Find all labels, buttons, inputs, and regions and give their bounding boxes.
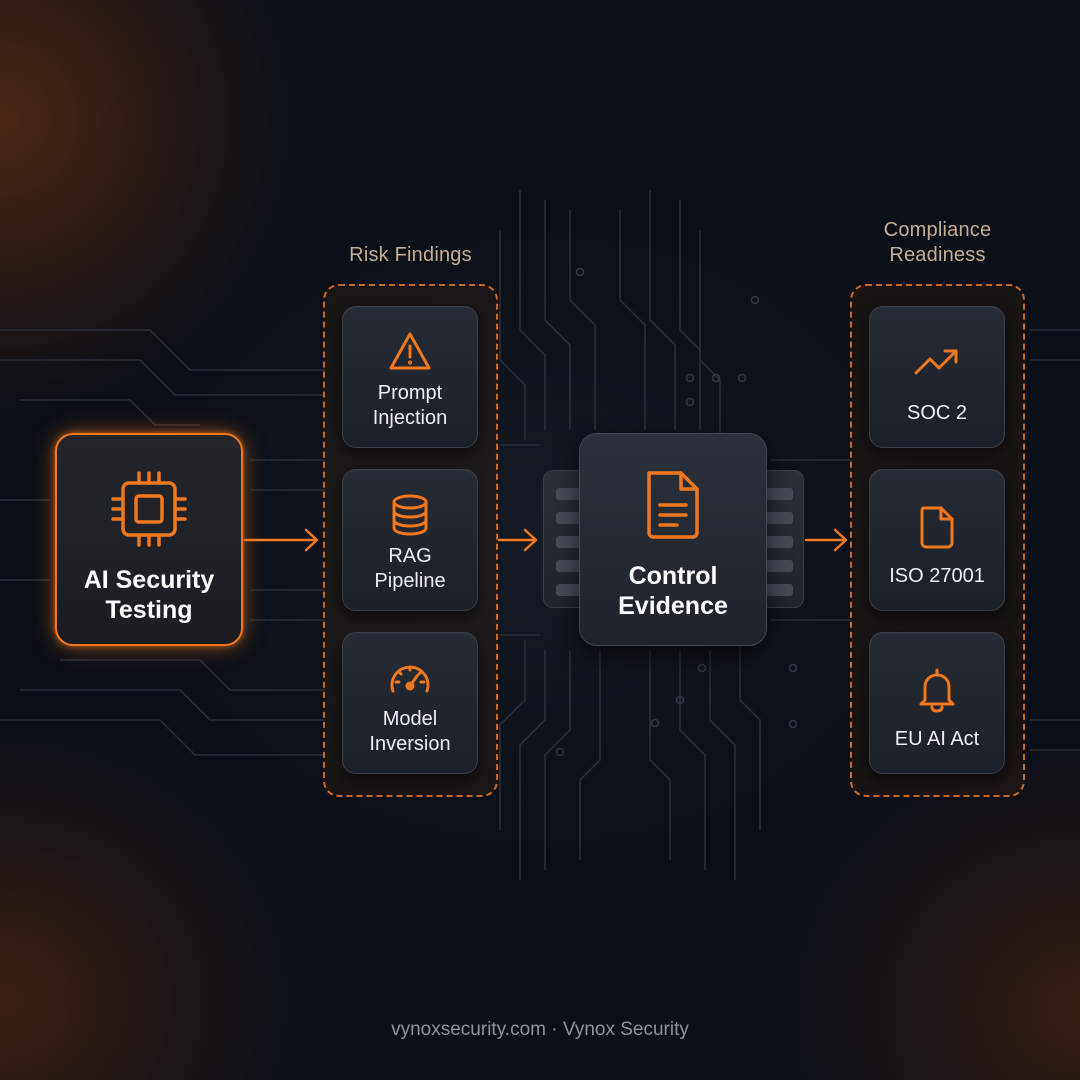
compliance-card-eu-ai-act: EU AI Act	[869, 632, 1005, 774]
database-icon	[387, 492, 433, 538]
file-icon	[914, 504, 960, 550]
compliance-label: EU AI Act	[894, 728, 980, 750]
risk-label-line2: Injection	[372, 407, 448, 429]
risk-card-model-inversion: Model Inversion	[342, 632, 478, 774]
compliance-label: SOC 2	[906, 402, 968, 424]
warning-triangle-icon	[387, 329, 433, 375]
compliance-title-line1: Compliance	[883, 219, 992, 241]
compliance-card-iso27001: ISO 27001	[869, 469, 1005, 611]
risk-label-line1: Prompt	[377, 382, 443, 404]
source-label-line2: Testing	[105, 596, 193, 624]
evidence-label-line2: Evidence	[618, 592, 728, 620]
evidence-label-line1: Control	[628, 562, 718, 590]
risk-label-line1: Model	[382, 708, 438, 730]
risk-label-line2: Pipeline	[374, 570, 446, 592]
risk-label-line2: Inversion	[369, 733, 451, 755]
compliance-label: ISO 27001	[889, 565, 985, 587]
footer-credit: vynoxsecurity.com · Vynox Security	[391, 1019, 689, 1040]
risk-findings-title: Risk Findings	[349, 244, 472, 266]
trending-up-icon	[914, 341, 960, 387]
bell-icon	[914, 667, 960, 713]
control-evidence-node: Control Evidence	[579, 433, 767, 646]
risk-card-prompt-injection: Prompt Injection	[342, 306, 478, 448]
risk-card-rag-pipeline: RAG Pipeline	[342, 469, 478, 611]
gauge-icon	[387, 655, 433, 701]
source-label-line1: AI Security	[83, 566, 215, 594]
document-icon	[635, 467, 711, 543]
cpu-chip-icon	[107, 467, 191, 551]
compliance-title: Compliance Readiness	[850, 218, 1025, 268]
ai-security-testing-node: AI Security Testing	[55, 433, 243, 646]
risk-label-line1: RAG	[388, 545, 432, 567]
compliance-title-line2: Readiness	[889, 244, 986, 266]
compliance-card-soc2: SOC 2	[869, 306, 1005, 448]
